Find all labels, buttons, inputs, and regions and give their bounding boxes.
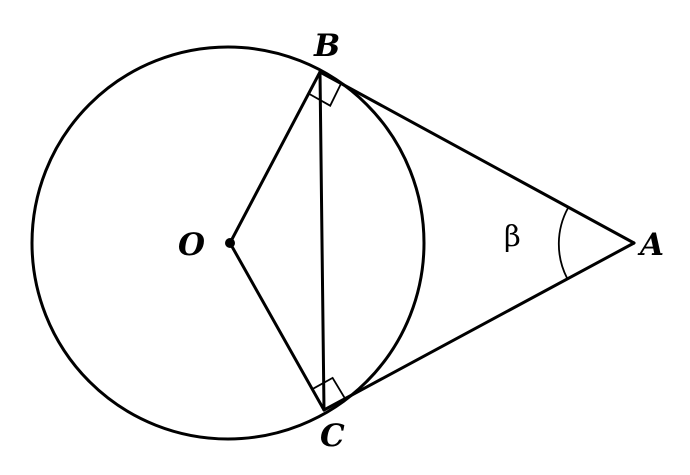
angle-arc-beta: [557, 207, 569, 279]
label-a: A: [637, 227, 664, 263]
label-c: C: [320, 418, 345, 454]
tangent-ca: [322, 241, 636, 412]
label-beta: β: [504, 219, 521, 253]
circle: [30, 45, 426, 441]
tangent-ba: [318, 70, 636, 245]
label-o: O: [178, 227, 205, 263]
right-angle-marker-b: [308, 83, 342, 107]
center-point: [225, 238, 235, 248]
radius-ob: [228, 70, 322, 245]
radius-oc: [228, 241, 326, 412]
chord-bc: [318, 70, 326, 412]
label-b: B: [313, 28, 340, 64]
right-angle-marker-c: [311, 376, 346, 400]
